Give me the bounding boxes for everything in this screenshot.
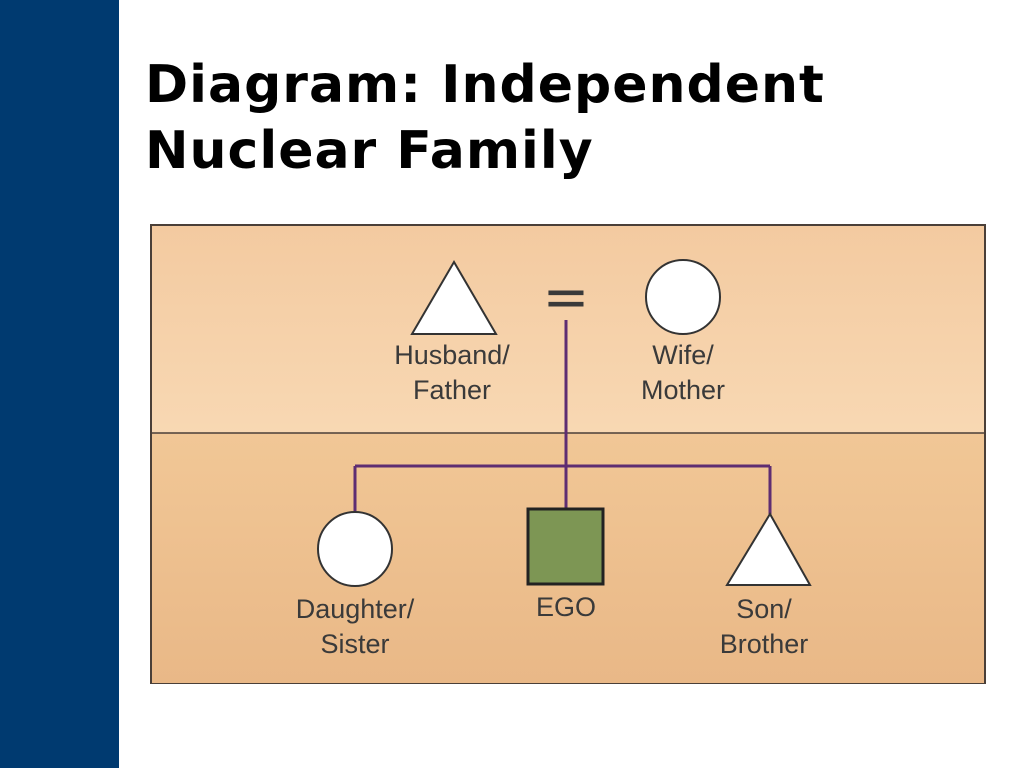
- title-line-2: Nuclear Family: [145, 121, 594, 181]
- marriage-symbol: =: [543, 265, 590, 330]
- slide-title: Diagram: Independent Nuclear Family: [145, 52, 1005, 184]
- father-label-line2: Father: [413, 375, 491, 405]
- title-line-1: Diagram: Independent: [145, 55, 825, 115]
- daughter-label-line1: Daughter/: [296, 594, 415, 624]
- mother-label-line2: Mother: [641, 375, 725, 405]
- son-label-line1: Son/: [736, 594, 792, 624]
- parent-generation-panel: [151, 225, 985, 433]
- mother-label-line1: Wife/: [652, 340, 714, 370]
- daughter-circle-symbol: [317, 511, 393, 587]
- family-diagram: = Husband/ Father Wife/ Mother Daughter/…: [150, 224, 986, 684]
- father-triangle-symbol: [410, 260, 498, 335]
- daughter-label-line2: Sister: [320, 629, 389, 659]
- panel-border: [150, 224, 986, 684]
- son-label-line2: Brother: [720, 629, 809, 659]
- son-triangle-symbol: [725, 512, 812, 586]
- father-label-line1: Husband/: [394, 340, 510, 370]
- mother-circle-symbol: [645, 259, 721, 335]
- ego-label: EGO: [536, 592, 596, 622]
- family-diagram-svg: = Husband/ Father Wife/ Mother Daughter/…: [150, 224, 986, 684]
- ego-square-symbol: [526, 507, 605, 586]
- side-bar: [0, 0, 119, 768]
